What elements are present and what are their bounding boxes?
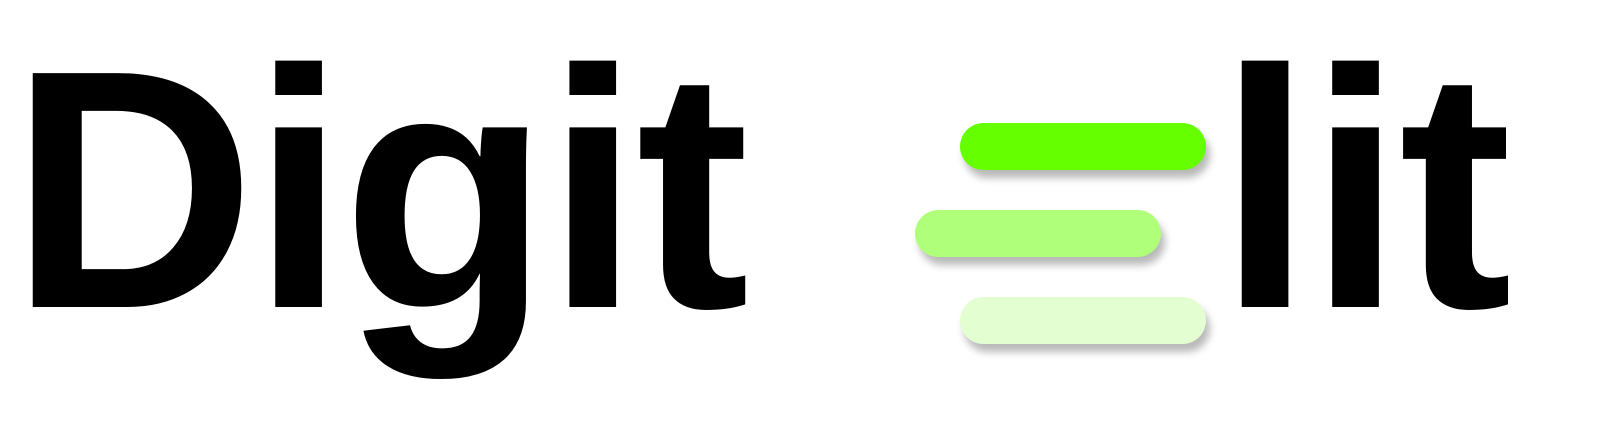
logo-wordmark-right: lit xyxy=(1218,0,1512,380)
logo-wordmark-left: Digit xyxy=(10,0,749,380)
bar-middle xyxy=(915,210,1161,257)
bar-bottom xyxy=(960,297,1206,344)
bar-top xyxy=(960,123,1206,170)
